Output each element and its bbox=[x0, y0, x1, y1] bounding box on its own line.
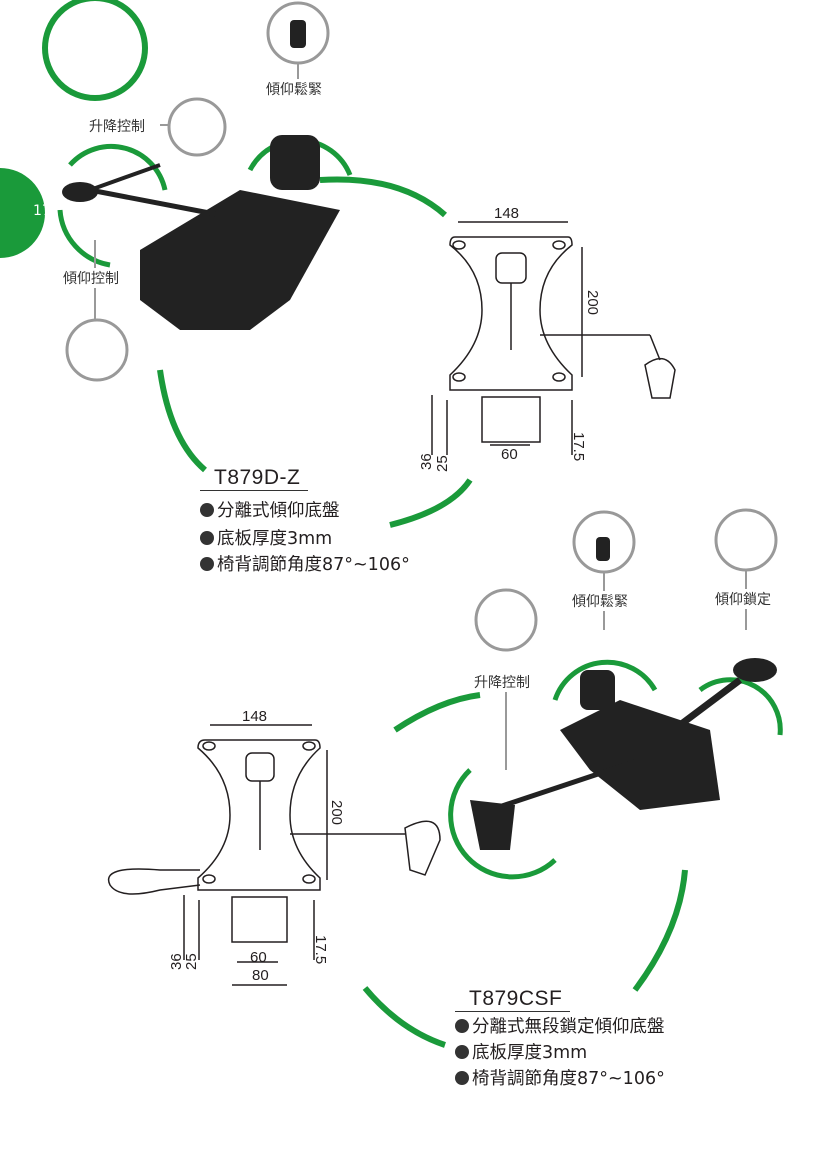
bullet-icon bbox=[455, 1071, 469, 1085]
green-arcs bbox=[42, 0, 783, 1048]
dimensions-top: 148 200 36 25 60 17.5 bbox=[418, 205, 601, 472]
feature-item: 分離式傾仰底盤 bbox=[200, 498, 340, 524]
label-height-control: 升降控制 bbox=[88, 116, 146, 136]
feature-item: 椅背調節角度87°~106° bbox=[455, 1066, 665, 1092]
dim-width: 148 bbox=[494, 205, 519, 222]
bullet-icon bbox=[200, 531, 214, 545]
arc-height-bottom bbox=[448, 768, 557, 880]
bullet-icon bbox=[455, 1019, 469, 1033]
arc-bottom-left-top bbox=[157, 369, 207, 473]
arc-lock-bottom bbox=[698, 677, 783, 736]
feature-item: 底板厚度3mm bbox=[455, 1040, 587, 1066]
detail-circles bbox=[65, 1, 778, 652]
mechanism-top bbox=[62, 20, 340, 330]
leader-lines bbox=[94, 63, 747, 770]
dim-36: 36 bbox=[418, 453, 435, 470]
label-tension: 傾仰鬆緊 bbox=[571, 591, 629, 611]
arc-bottom-right-top bbox=[389, 478, 473, 528]
dim-60: 60 bbox=[250, 949, 267, 966]
label-tension: 傾仰鬆緊 bbox=[265, 79, 323, 99]
arc-height-top bbox=[68, 143, 168, 191]
dim-17-5: 17.5 bbox=[312, 935, 329, 964]
dim-length: 200 bbox=[584, 290, 601, 315]
dimensions-bottom: 148 200 36 25 60 80 17.5 bbox=[168, 708, 345, 984]
plate-drawing-top bbox=[431, 221, 676, 455]
bullet-icon bbox=[200, 503, 214, 517]
feature-item: 底板厚度3mm bbox=[200, 526, 332, 552]
label-tilt-control: 傾仰控制 bbox=[62, 268, 120, 288]
dim-36: 36 bbox=[168, 953, 185, 970]
feature-item: 分離式無段鎖定傾仰底盤 bbox=[455, 1014, 665, 1040]
bullet-icon bbox=[455, 1045, 469, 1059]
label-height-control: 升降控制 bbox=[473, 672, 531, 692]
dim-25: 25 bbox=[183, 953, 200, 970]
plate-drawing-bottom bbox=[107, 724, 441, 986]
feature-item: 椅背調節角度87°~106° bbox=[200, 552, 410, 578]
page-number: 17 bbox=[33, 203, 51, 219]
arc-left-bottom bbox=[393, 692, 481, 733]
logo-circle bbox=[42, 0, 148, 101]
model-name: T879D-Z bbox=[200, 466, 309, 491]
arc-tension-bottom bbox=[552, 659, 658, 701]
dim-length: 200 bbox=[328, 800, 345, 825]
bullet-icon bbox=[200, 557, 214, 571]
label-tilt-lock: 傾仰鎖定 bbox=[714, 589, 772, 609]
dim-80: 80 bbox=[252, 967, 269, 984]
arc-bottom-right-bottom bbox=[632, 869, 688, 992]
dim-17-5: 17.5 bbox=[570, 432, 587, 461]
arc-tilt-top bbox=[57, 209, 111, 268]
dim-60: 60 bbox=[501, 446, 518, 463]
model-name: T879CSF bbox=[455, 987, 571, 1012]
mechanism-bottom bbox=[470, 537, 777, 850]
arc-bottom-left-bottom bbox=[362, 986, 446, 1048]
dim-25: 25 bbox=[434, 455, 451, 472]
arc-to-drawing-top bbox=[319, 176, 447, 218]
dim-width: 148 bbox=[242, 708, 267, 725]
